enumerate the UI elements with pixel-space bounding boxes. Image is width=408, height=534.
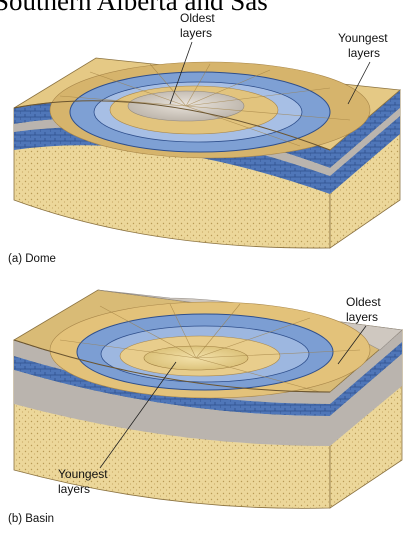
basin-youngest-label-line2: layers xyxy=(58,482,90,496)
dome-caption: (a) Dome xyxy=(8,253,56,265)
basin-youngest-label-line1: Youngest xyxy=(58,467,108,481)
dome-oldest-label-line2: layers xyxy=(180,26,212,40)
dome-youngest-label-line2: layers xyxy=(348,46,380,60)
dome-youngest-label-line1: Youngest xyxy=(338,31,388,45)
basin-oldest-label-line1: Oldest xyxy=(346,295,381,309)
dome-oldest-label-line1: Oldest xyxy=(180,11,215,25)
dome-block xyxy=(14,58,400,248)
basin-oldest-label-line2: layers xyxy=(346,310,378,324)
basin-caption: (b) Basin xyxy=(8,513,54,525)
header-text: Southern Alberta and Sas xyxy=(0,0,268,16)
